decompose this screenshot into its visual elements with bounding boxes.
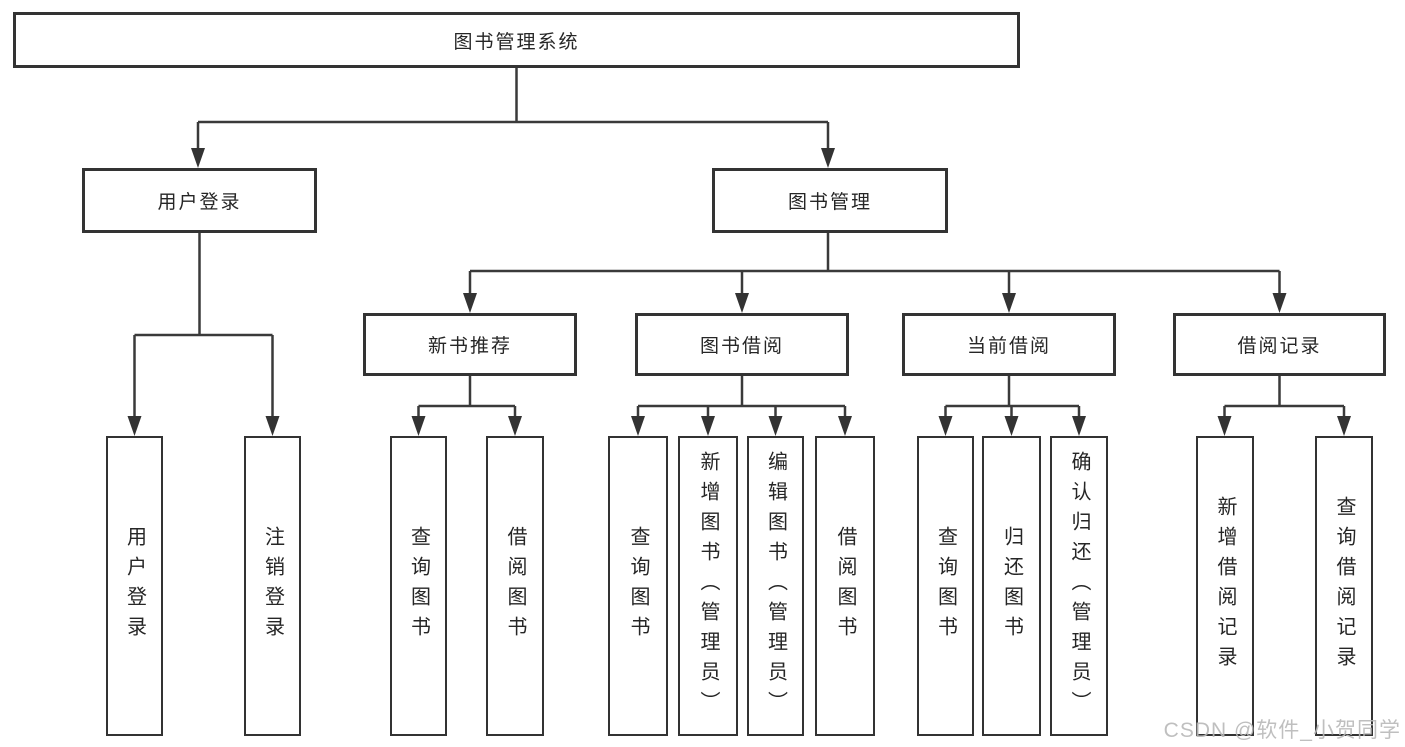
node-label: 注销登录 — [261, 526, 284, 646]
node-query-borrow-record: 查询借阅记录 — [1315, 436, 1373, 736]
node-book-management: 图书管理 — [712, 168, 948, 233]
arrowhead — [1337, 416, 1351, 436]
node-borrow-books-leaf: 借阅图书 — [815, 436, 875, 736]
arrowhead — [768, 416, 783, 436]
node-label: 借阅记录 — [1237, 336, 1322, 357]
node-label: 查询借阅记录 — [1333, 496, 1355, 676]
node-label: 图书管理 — [787, 192, 872, 213]
node-label: 借阅图书 — [504, 526, 526, 646]
node-add-book-admin: 新增图书（管理员） — [678, 436, 738, 736]
arrowhead — [463, 293, 477, 313]
node-query-books-borrow: 查询图书 — [608, 436, 668, 736]
node-book-borrow: 图书借阅 — [635, 313, 849, 376]
arrowhead — [1072, 416, 1086, 436]
node-label: 借阅图书 — [834, 526, 856, 646]
connector-borrow-records — [1223, 376, 1346, 418]
node-confirm-return-admin: 确认归还（管理员） — [1050, 436, 1108, 736]
node-logout: 注销登录 — [244, 436, 301, 736]
arrowhead — [191, 148, 205, 168]
csdn-watermark: CSDN @软件_小贺同学 — [1163, 719, 1401, 742]
node-label: 确认归还（管理员） — [1068, 451, 1090, 721]
node-return-books: 归还图书 — [982, 436, 1041, 736]
arrowhead — [127, 416, 142, 436]
arrowhead — [938, 416, 953, 436]
arrowhead — [1004, 416, 1019, 436]
node-label: 查询图书 — [627, 526, 649, 646]
node-library-management-system: 图书管理系统 — [13, 12, 1020, 68]
connector-root — [196, 68, 830, 150]
node-label: 当前借阅 — [966, 336, 1051, 357]
arrowhead — [265, 416, 280, 436]
arrowhead — [631, 416, 645, 436]
arrowhead — [508, 416, 522, 436]
node-current-borrow: 当前借阅 — [902, 313, 1116, 376]
arrowhead — [838, 416, 852, 436]
node-label: 编辑图书（管理员） — [764, 451, 787, 721]
node-user-login: 用户登录 — [82, 168, 317, 233]
connector-book-borrow — [636, 376, 847, 418]
node-query-books-current: 查询图书 — [917, 436, 974, 736]
arrowhead — [1272, 293, 1287, 313]
arrowhead — [735, 293, 749, 313]
arrowhead — [701, 416, 715, 436]
node-add-borrow-record: 新增借阅记录 — [1196, 436, 1254, 736]
connector-new-book — [417, 376, 517, 418]
arrowhead — [821, 148, 835, 168]
arrowhead — [1217, 416, 1232, 436]
node-user-login-leaf: 用户登录 — [106, 436, 163, 736]
connector-current-borrow — [944, 376, 1081, 418]
node-label: 新书推荐 — [427, 336, 512, 357]
node-label: 查询图书 — [934, 526, 957, 646]
connector-book-management — [468, 233, 1281, 295]
node-borrow-records: 借阅记录 — [1173, 313, 1386, 376]
node-borrow-books-recommend: 借阅图书 — [486, 436, 544, 736]
node-query-books-recommend: 查询图书 — [390, 436, 447, 736]
arrowhead — [1002, 293, 1016, 313]
node-edit-book-admin: 编辑图书（管理员） — [747, 436, 804, 736]
node-label: 查询图书 — [407, 526, 430, 646]
node-label: 归还图书 — [1000, 526, 1023, 646]
arrowhead — [411, 416, 426, 436]
node-label: 新增借阅记录 — [1214, 496, 1236, 676]
node-label: 用户登录 — [123, 526, 146, 646]
node-label: 图书借阅 — [699, 336, 784, 357]
connector-user-login — [133, 233, 274, 418]
node-new-book-recommend: 新书推荐 — [363, 313, 577, 376]
node-label: 用户登录 — [157, 192, 242, 213]
node-label: 新增图书（管理员） — [697, 451, 719, 721]
node-label: 图书管理系统 — [453, 31, 580, 53]
